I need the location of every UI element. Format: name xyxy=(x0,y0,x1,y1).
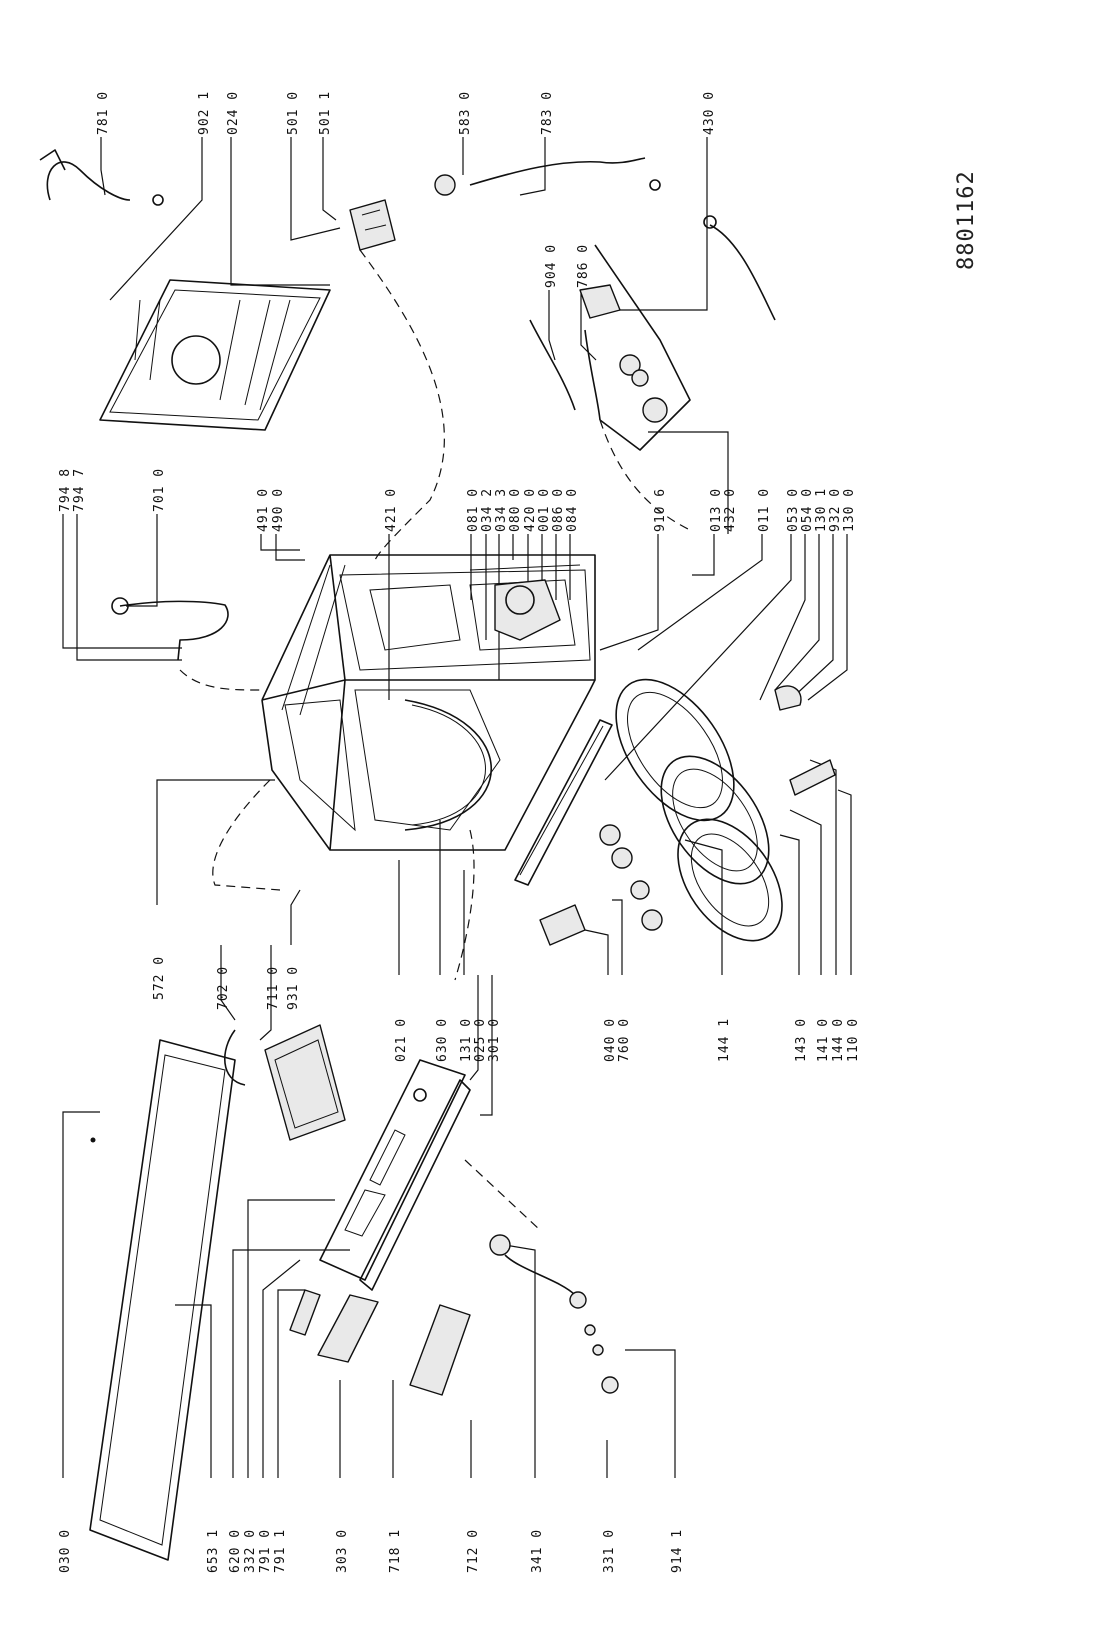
callout-label: 130 1 xyxy=(814,488,829,532)
callout-label: 021 0 xyxy=(394,1018,409,1062)
hoses xyxy=(39,149,776,661)
callout-label: 712 0 xyxy=(466,1529,481,1573)
callout-label: 130 0 xyxy=(842,488,857,532)
callout-label: 144 1 xyxy=(717,1018,732,1062)
document-number: 8801162 xyxy=(954,170,979,270)
callout-label: 080 0 xyxy=(508,488,523,532)
callout-label: 110 0 xyxy=(846,1018,861,1062)
cabinet-frame xyxy=(261,554,596,851)
callout-label: 011 0 xyxy=(757,488,772,532)
callout-label: 332 0 xyxy=(243,1529,258,1573)
leader-lines xyxy=(62,137,852,1478)
callout-label: 760 0 xyxy=(617,1018,632,1062)
callout-label: 794 7 xyxy=(72,468,87,512)
programmer-unit xyxy=(223,1024,346,1141)
detergent-drawer xyxy=(289,1289,471,1396)
callout-group-middle: 572 0 702 0 711 0 931 0 021 0 630 0 131 … xyxy=(152,956,861,1062)
callout-label: 143 0 xyxy=(794,1018,809,1062)
callout-group-top-right: 781 0 902 1 024 0 501 0 501 1 583 0 783 … xyxy=(96,91,717,288)
assembly-guides xyxy=(179,249,691,1231)
callout-label: 331 0 xyxy=(602,1529,617,1573)
callout-label: 013 0 xyxy=(709,488,724,532)
callout-label: 430 0 xyxy=(702,91,717,135)
callout-label: 054 0 xyxy=(800,488,815,532)
callout-label: 084 0 xyxy=(565,488,580,532)
callout-label: 786 0 xyxy=(576,244,591,288)
knob-parts xyxy=(489,1234,619,1394)
callout-label: 501 1 xyxy=(318,91,333,135)
callout-label: 791 1 xyxy=(273,1529,288,1573)
callout-label: 620 0 xyxy=(228,1529,243,1573)
callout-label: 718 1 xyxy=(388,1529,403,1573)
callout-label: 501 0 xyxy=(286,91,301,135)
callout-label: 301 0 xyxy=(487,1018,502,1062)
top-cover-panel xyxy=(99,279,331,431)
callout-label: 904 0 xyxy=(544,244,559,288)
callout-label: 711 0 xyxy=(266,966,281,1010)
callout-label: 420 0 xyxy=(523,488,538,532)
callout-label: 653 1 xyxy=(206,1529,221,1573)
callout-label: 034 2 xyxy=(480,488,495,532)
callout-label: 932 0 xyxy=(828,488,843,532)
callout-label: 030 0 xyxy=(58,1529,73,1573)
callout-label: 341 0 xyxy=(530,1529,545,1573)
worktop-lid xyxy=(89,1039,236,1561)
callout-label: 034 3 xyxy=(494,488,509,532)
callout-label: 001 0 xyxy=(537,488,552,532)
callout-label: 910 6 xyxy=(653,488,668,532)
callout-label: 794 8 xyxy=(58,468,73,512)
callout-label: 432 0 xyxy=(723,488,738,532)
base-rail xyxy=(514,719,663,946)
callout-label: 141 0 xyxy=(816,1018,831,1062)
callout-group-top-left: 794 8 794 7 701 0 491 0 490 0 421 0 081 … xyxy=(58,468,857,532)
callout-label: 081 0 xyxy=(466,488,481,532)
callout-label: 914 1 xyxy=(670,1529,685,1573)
callout-label: 701 0 xyxy=(152,468,167,512)
callout-label: 421 0 xyxy=(384,488,399,532)
callout-label: 781 0 xyxy=(96,91,111,135)
callout-label: 931 0 xyxy=(286,966,301,1010)
control-panel xyxy=(319,1059,471,1291)
callout-label: 040 0 xyxy=(603,1018,618,1062)
callout-label: 572 0 xyxy=(152,956,167,1000)
callout-label: 702 0 xyxy=(216,966,231,1010)
callout-label: 583 0 xyxy=(458,91,473,135)
callout-label: 902 1 xyxy=(197,91,212,135)
callout-label: 303 0 xyxy=(335,1529,350,1573)
callout-label: 131 0 xyxy=(459,1018,474,1062)
callout-label: 491 0 xyxy=(256,488,271,532)
callout-label: 024 0 xyxy=(226,91,241,135)
callout-label: 490 0 xyxy=(271,488,286,532)
callout-label: 630 0 xyxy=(435,1018,450,1062)
door-assembly xyxy=(615,678,836,942)
callout-label: 791 0 xyxy=(258,1529,273,1573)
callout-label: 144 0 xyxy=(831,1018,846,1062)
callout-label: 086 0 xyxy=(551,488,566,532)
valves-and-controls xyxy=(349,199,691,451)
callout-label: 025 0 xyxy=(473,1018,488,1062)
callout-label: 053 0 xyxy=(786,488,801,532)
callout-group-bottom: 030 0 653 1 620 0 332 0 791 0 791 1 303 … xyxy=(58,1529,685,1573)
callout-label: 783 0 xyxy=(540,91,555,135)
